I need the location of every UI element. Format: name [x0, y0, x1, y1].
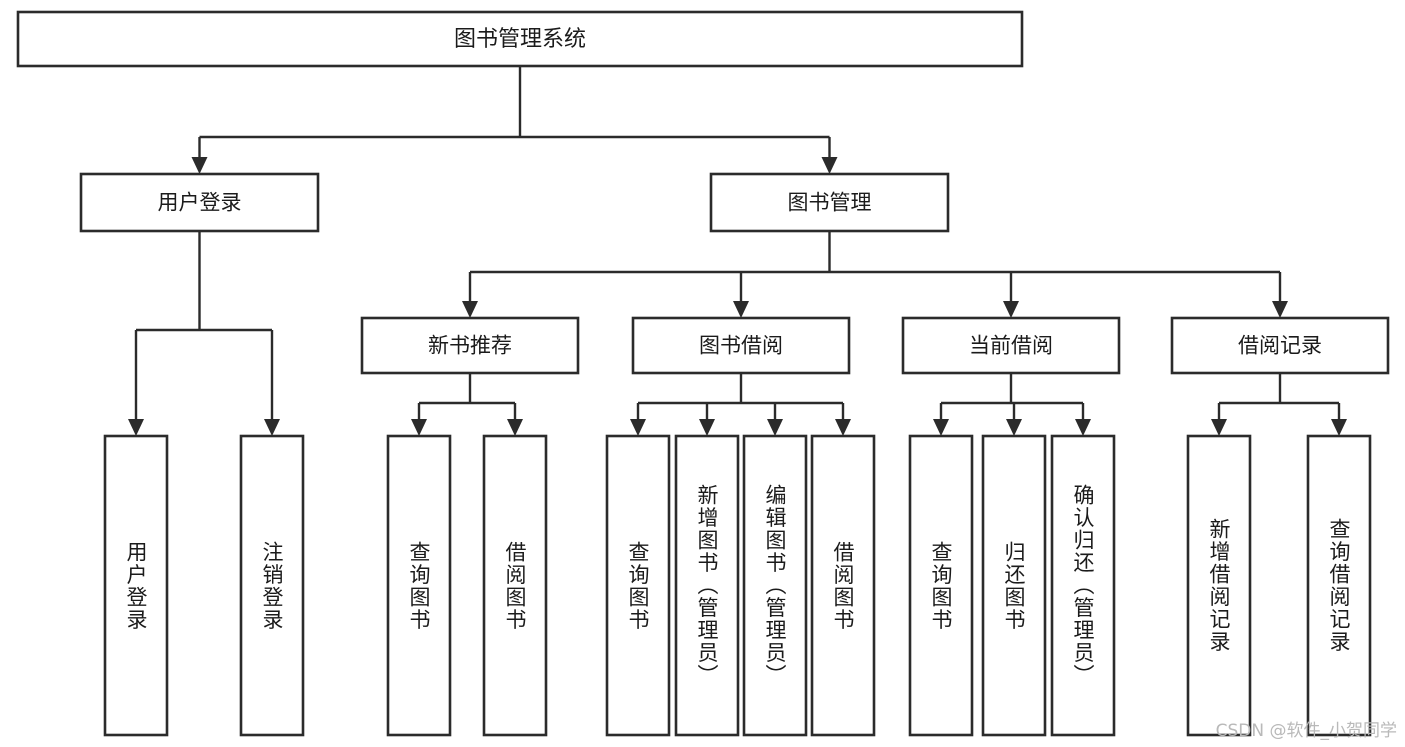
leaf-node-11[interactable]	[1186, 434, 1252, 737]
edge-arrowhead	[1211, 419, 1227, 436]
node-level3-2[interactable]	[901, 316, 1121, 375]
edge-arrowhead	[835, 419, 851, 436]
leaf-node-3[interactable]	[482, 434, 548, 737]
edge-arrowhead	[191, 157, 208, 174]
edge-arrowhead	[1003, 301, 1019, 318]
edge-arrowhead	[1331, 419, 1347, 436]
node-level2-0[interactable]	[79, 172, 320, 233]
edge-arrowhead	[933, 419, 949, 436]
edge-arrowhead	[128, 419, 144, 436]
node-level2-label-0: 用户登录	[158, 191, 242, 215]
leaf-node-10[interactable]	[1050, 434, 1116, 737]
node-level3-label-0: 新书推荐	[428, 334, 512, 358]
edge-arrowhead	[699, 419, 715, 436]
edge-arrowhead	[1075, 419, 1091, 436]
node-level2-1[interactable]	[709, 172, 950, 233]
leaf-node-6[interactable]	[742, 434, 808, 737]
leaf-node-0[interactable]	[103, 434, 169, 737]
leaf-node-9[interactable]	[981, 434, 1047, 737]
node-level3-3[interactable]	[1170, 316, 1390, 375]
node-level3-label-3: 借阅记录	[1238, 334, 1322, 358]
leaf-node-12[interactable]	[1306, 434, 1372, 737]
node-level3-1[interactable]	[631, 316, 851, 375]
leaf-node-7[interactable]	[810, 434, 876, 737]
watermark-text: CSDN @软件_小贺同学	[1215, 721, 1397, 741]
node-level2-label-1: 图书管理	[788, 191, 872, 215]
edge-arrowhead	[767, 419, 783, 436]
edge-arrowhead	[462, 301, 478, 318]
node-level3-label-2: 当前借阅	[969, 334, 1053, 358]
edge-arrowhead	[507, 419, 523, 436]
edges-layer	[128, 66, 1347, 436]
leaf-node-8[interactable]	[908, 434, 974, 737]
node-root[interactable]	[16, 10, 1024, 68]
edge-arrowhead	[733, 301, 749, 318]
edge-arrowhead	[264, 419, 280, 436]
edge-arrowhead	[630, 419, 646, 436]
leaf-node-2[interactable]	[386, 434, 452, 737]
edge-arrowhead	[1006, 419, 1022, 436]
node-level3-0[interactable]	[360, 316, 580, 375]
leaf-node-4[interactable]	[605, 434, 671, 737]
leaf-node-1[interactable]	[239, 434, 305, 737]
edge-arrowhead	[1272, 301, 1288, 318]
leaf-node-5[interactable]	[674, 434, 740, 737]
node-root-label: 图书管理系统	[454, 27, 586, 52]
node-level3-label-1: 图书借阅	[699, 334, 783, 358]
edge-arrowhead	[411, 419, 427, 436]
edge-arrowhead	[821, 157, 838, 174]
